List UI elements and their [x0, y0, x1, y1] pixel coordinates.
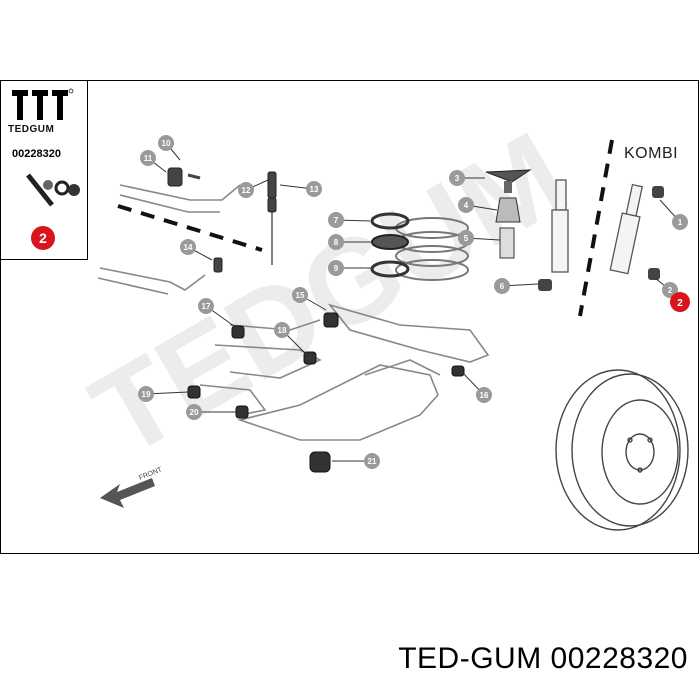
svg-text:2: 2 — [668, 286, 673, 295]
inset-part-number: 00228320 — [12, 148, 61, 160]
svg-text:20: 20 — [190, 408, 199, 417]
callout-13: 13 — [279, 181, 322, 197]
separator-left — [117, 204, 263, 252]
svg-text:4: 4 — [464, 201, 469, 210]
kombi-label: KOMBI — [624, 145, 679, 162]
svg-text:3: 3 — [455, 174, 460, 183]
wheel — [555, 369, 689, 531]
callout-3: 3 — [449, 170, 485, 186]
callout-7: 7 — [328, 212, 371, 228]
callout-21: 21 — [332, 453, 380, 469]
callout-8: 8 — [328, 234, 372, 250]
callout-6: 6 — [494, 278, 539, 294]
callout-10: 10 — [158, 135, 181, 161]
svg-text:11: 11 — [144, 154, 153, 163]
callout-16: 16 — [461, 371, 492, 403]
rear-axle-frame — [199, 303, 490, 441]
svg-text:7: 7 — [334, 216, 339, 225]
callout-15: 15 — [292, 287, 327, 311]
separator-right — [578, 139, 614, 317]
svg-text:14: 14 — [184, 243, 193, 252]
inset-badge: 2 — [31, 226, 55, 250]
callout-12: 12 — [238, 179, 269, 198]
svg-text:1: 1 — [678, 218, 683, 227]
diagram-frame — [0, 80, 699, 554]
callout-11: 11 — [140, 150, 167, 173]
svg-text:8: 8 — [334, 238, 339, 247]
svg-text:10: 10 — [162, 139, 171, 148]
callout-20: 20 — [186, 404, 236, 420]
kombi-bushing-bottom — [648, 268, 660, 280]
svg-text:19: 19 — [142, 390, 151, 399]
callout-18: 18 — [274, 322, 307, 355]
svg-text:2: 2 — [677, 298, 683, 309]
stabilizer-bushing — [167, 167, 183, 187]
callout-19: 19 — [138, 386, 189, 402]
svg-text:2: 2 — [39, 230, 47, 246]
stabilizer-bar — [97, 184, 241, 295]
callout-4: 4 — [458, 197, 498, 213]
inset-bolt-icon — [26, 173, 80, 207]
shock-bushing — [538, 279, 552, 291]
shock-absorber-sedan — [551, 179, 569, 273]
svg-text:16: 16 — [480, 391, 489, 400]
svg-text:18: 18 — [278, 326, 287, 335]
strut-top-mount — [485, 169, 532, 259]
link-top — [267, 171, 277, 199]
link-nut — [267, 197, 277, 213]
svg-text:17: 17 — [202, 302, 211, 311]
callout-14: 14 — [180, 239, 213, 261]
shock-absorber-kombi — [609, 183, 643, 275]
kombi-bushing-top — [652, 186, 664, 198]
svg-text:12: 12 — [242, 186, 251, 195]
highlight-badge: 2 — [670, 292, 690, 312]
svg-text:9: 9 — [334, 264, 339, 273]
svg-text:6: 6 — [500, 282, 505, 291]
coil-spring — [395, 217, 469, 281]
callout-9: 9 — [328, 260, 372, 276]
stabilizer-link — [213, 257, 223, 273]
svg-text:13: 13 — [310, 185, 319, 194]
svg-text:15: 15 — [296, 291, 305, 300]
svg-text:5: 5 — [464, 234, 469, 243]
tedgum-logo-icon — [10, 88, 74, 122]
callout-1: 1 — [659, 199, 688, 230]
callout-5: 5 — [458, 230, 501, 246]
callout-17: 17 — [198, 298, 235, 327]
svg-text:21: 21 — [368, 457, 377, 466]
inset-brand: TEDGUM — [8, 124, 55, 135]
footer-title: TED-GUM 00228320 — [398, 642, 688, 675]
